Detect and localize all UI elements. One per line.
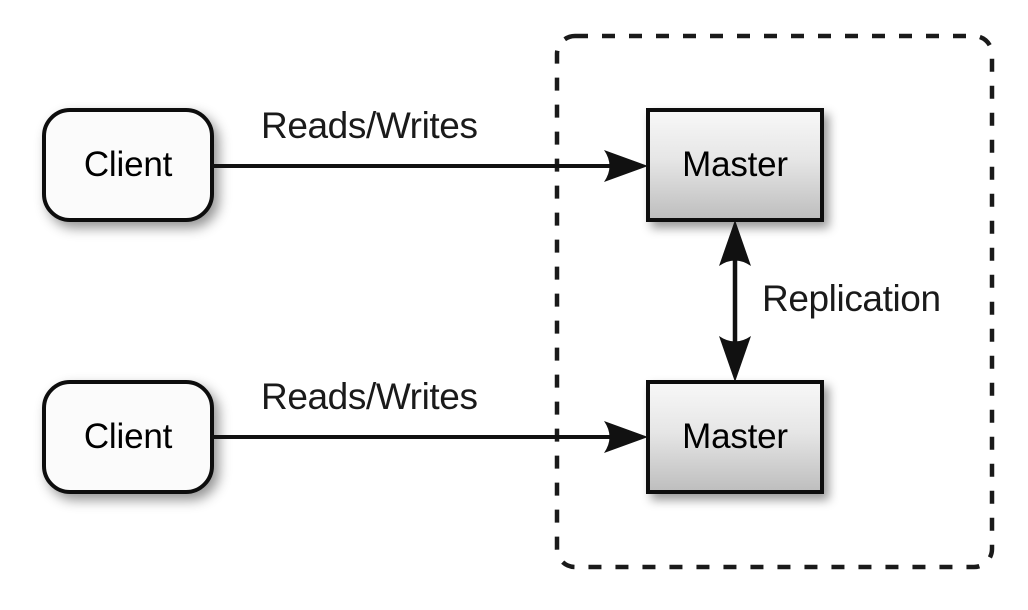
edge-reads-writes-1	[212, 150, 648, 182]
client-box-2[interactable]	[42, 380, 214, 494]
edge-label-reads-writes-1: Reads/Writes	[261, 105, 478, 146]
master-box-2[interactable]	[646, 380, 824, 494]
replication-cluster-boundary	[554, 33, 995, 570]
edge-label-reads-writes-2: Reads/Writes	[261, 376, 478, 417]
client-box-1[interactable]	[42, 108, 214, 222]
master-box-1[interactable]	[646, 108, 824, 222]
edge-reads-writes-2	[212, 421, 648, 453]
edge-replication	[719, 220, 751, 382]
edge-label-replication: Replication	[762, 278, 941, 319]
